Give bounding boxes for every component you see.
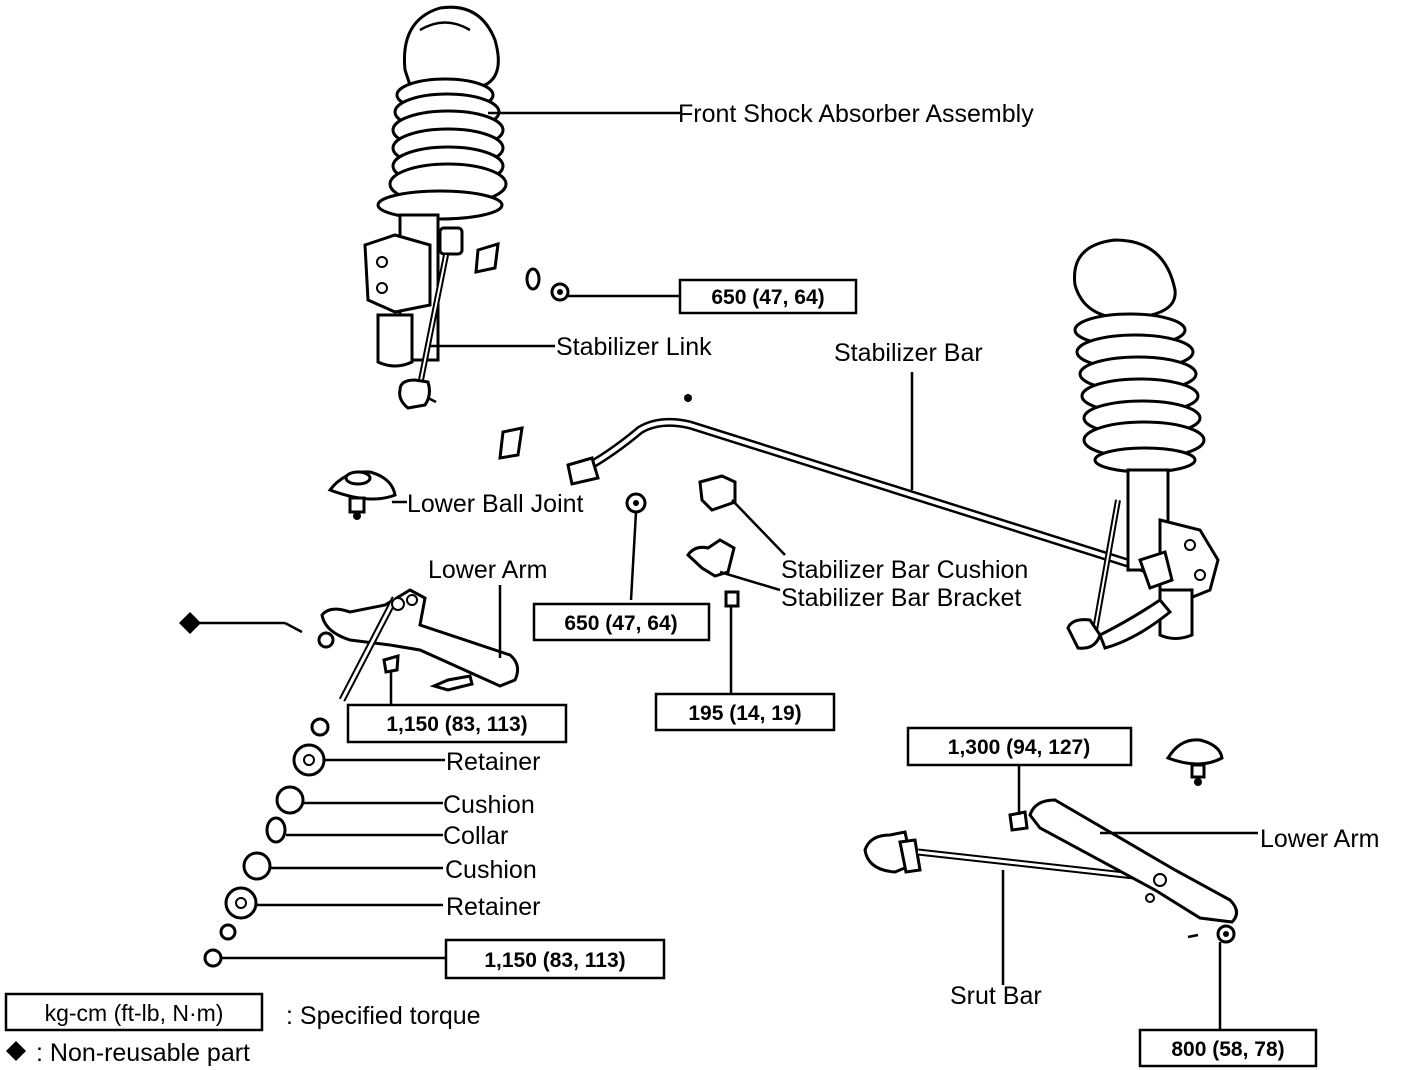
label-front-shock-absorber: Front Shock Absorber Assembly [678,100,1034,128]
legend-unit-text: kg-cm (ft-lb, N·m) [45,1000,224,1026]
torque-strut-bar-nut: 1,150 (83, 113) [484,949,625,972]
torque-bracket-bolt: 195 (14, 19) [688,702,801,725]
label-strut-bar: Srut Bar [950,982,1042,1010]
lower-arm-left-drawing [317,588,520,702]
right-shock-absorber-drawing [1066,238,1220,650]
strut-bar-hardware-stack [203,717,330,968]
label-collar: Collar [443,822,508,850]
leader-lines [200,111,1258,1030]
label-retainer-2: Retainer [446,893,541,921]
label-lower-arm-left: Lower Arm [428,556,547,584]
label-lower-arm-right: Lower Arm [1260,825,1379,853]
right-lower-arm-drawing [863,738,1238,944]
label-stabilizer-bar-cushion: Stabilizer Bar Cushion [781,556,1028,584]
legend: kg-cm (ft-lb, N·m) : Specified torque : … [4,612,481,1067]
torque-specs: 650 (47, 64) 650 (47, 64) 195 (14, 19) 1… [346,278,1318,1068]
legend-non-reusable: : Non-reusable part [36,1039,250,1067]
legend-specified-torque: : Specified torque [286,1002,481,1030]
label-cushion-1: Cushion [443,791,535,819]
torque-rear-arm-nut: 800 (58, 78) [1171,1038,1284,1061]
label-lower-ball-joint: Lower Ball Joint [407,490,584,518]
legend-diamond-icon [6,1041,26,1061]
stabilizer-bar-drawing [566,394,1152,608]
torque-link-nut: 650 (47, 64) [711,286,824,309]
label-stabilizer-bar: Stabilizer Bar [834,339,983,367]
label-stabilizer-link: Stabilizer Link [556,333,712,361]
torque-lower-arm-bolt: 1,150 (83, 113) [386,713,527,736]
nonreusable-marker-icon [179,612,201,634]
torque-rear-arm-bolt: 1,300 (94, 127) [948,736,1090,759]
legend-unit-box [4,992,264,1032]
lower-ball-joint-drawing [327,470,397,520]
label-retainer-1: Retainer [446,748,541,776]
torque-ball-joint-nut: 650 (47, 64) [564,612,677,635]
part-labels: Front Shock Absorber Assembly Stabilizer… [407,100,1379,1010]
label-cushion-2: Cushion [445,856,537,884]
stabilizer-link-drawing [398,226,570,460]
label-stabilizer-bar-bracket: Stabilizer Bar Bracket [781,584,1021,612]
front-shock-absorber-drawing [363,5,508,368]
